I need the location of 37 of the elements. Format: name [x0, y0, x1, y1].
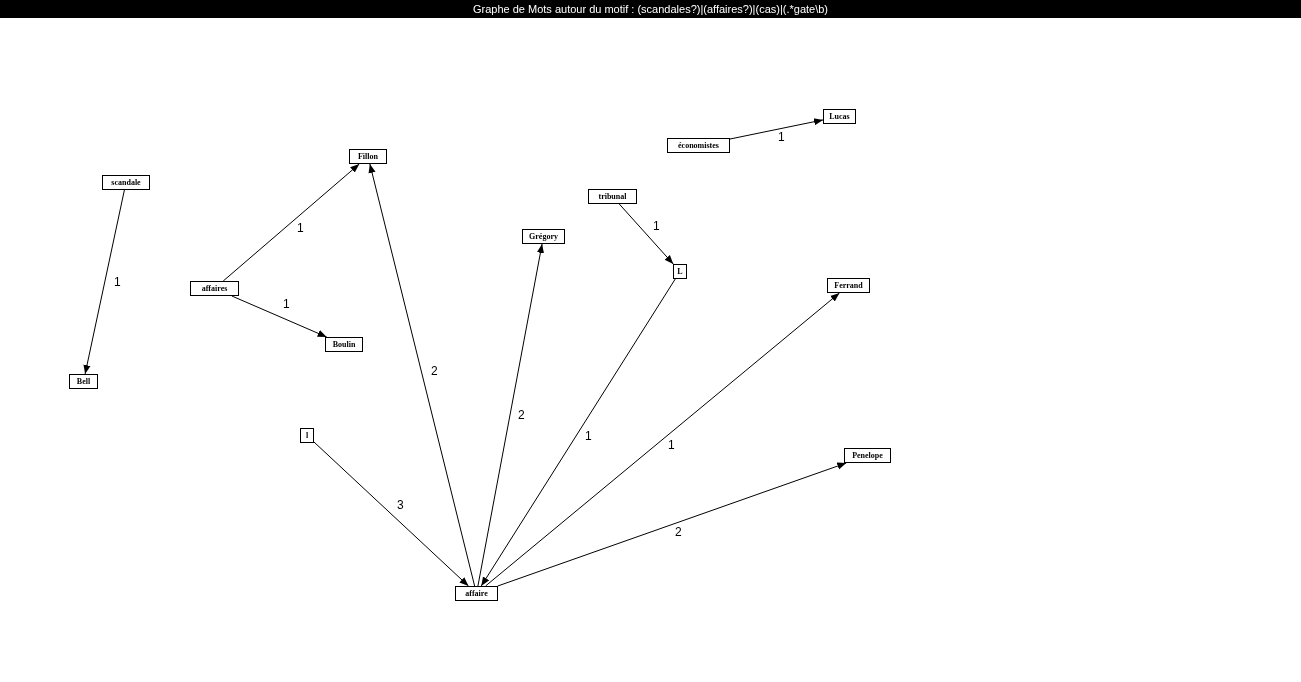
- arrow: [618, 203, 674, 265]
- arrow: [313, 441, 469, 587]
- word-box: Fillon: [349, 149, 387, 164]
- word-box: économistes: [667, 138, 730, 153]
- word-box: scandale: [102, 175, 150, 190]
- word-box: Penelope: [844, 448, 891, 463]
- word-box: Ferrand: [827, 278, 870, 293]
- arrow: [477, 243, 544, 587]
- arrow: [485, 292, 840, 587]
- arrow: [83, 189, 125, 375]
- word-box: Bell: [69, 374, 98, 389]
- word-box: affaire: [455, 586, 498, 601]
- word-box: tribunal: [588, 189, 637, 204]
- edge-label: 1: [777, 131, 786, 144]
- edge-label: 3: [396, 499, 405, 512]
- title-bar: Graphe de Mots autour du motif : (scandales?)|(affaires?)|(cas)|(.*gate\b): [0, 0, 1301, 18]
- edge-label: 2: [674, 526, 683, 539]
- edge-label: 1: [113, 276, 122, 289]
- arrow: [231, 295, 328, 338]
- arrow: [729, 118, 824, 140]
- arrow: [497, 462, 847, 587]
- word-box: affaires: [190, 281, 239, 296]
- word-box: Lucas: [823, 109, 856, 124]
- edge-label: 1: [667, 439, 676, 452]
- word-box: l: [300, 428, 314, 443]
- edge-label: 1: [652, 220, 661, 233]
- edge-label: 1: [282, 298, 291, 311]
- edge-label: 1: [296, 222, 305, 235]
- word-box: Boulin: [325, 337, 363, 352]
- edge-label: 2: [430, 365, 439, 378]
- word-box: Grégory: [522, 229, 565, 244]
- arrow: [480, 278, 676, 587]
- arrow: [222, 163, 360, 282]
- word-box: L: [673, 264, 687, 279]
- arrow: [368, 163, 476, 587]
- edge-label: 2: [517, 409, 526, 422]
- edge-label: 1: [584, 430, 593, 443]
